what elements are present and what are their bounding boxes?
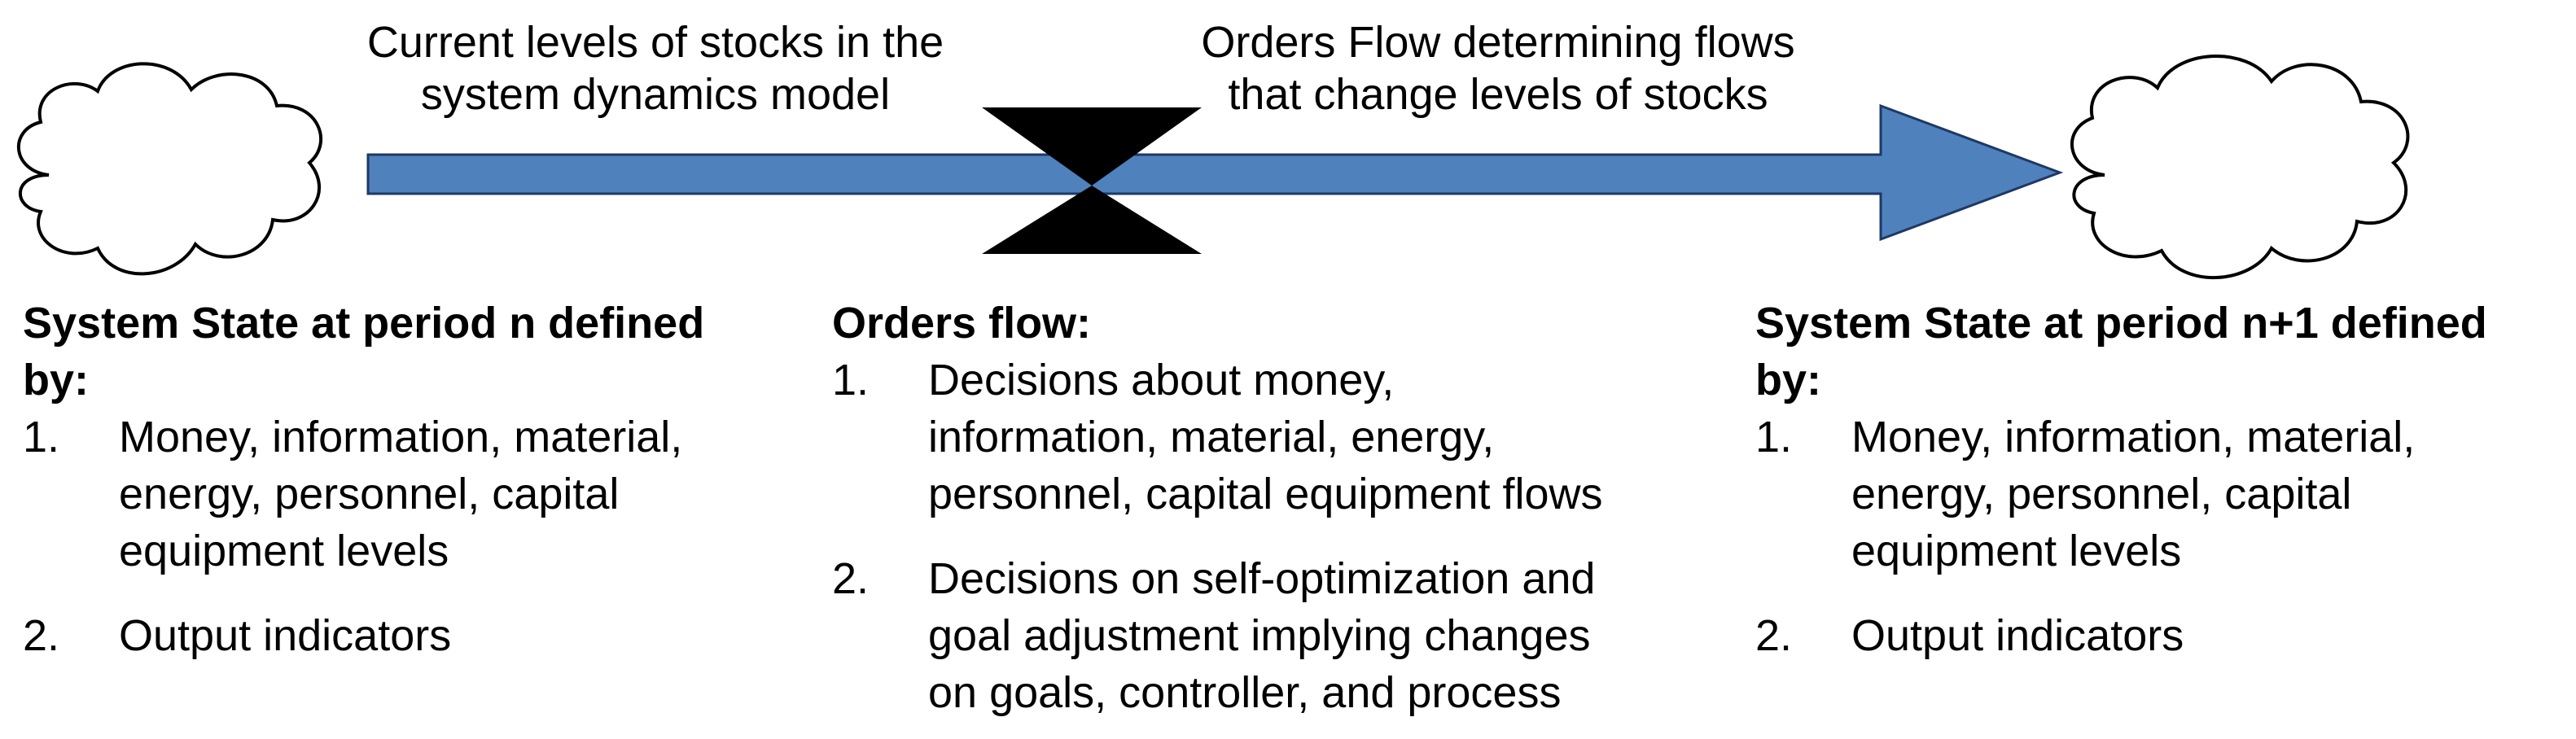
stocks-level-label: Current levels of stocks in the system d… [322, 16, 989, 120]
list-item: 1. Money, information, material, energy,… [1755, 409, 2569, 579]
list-item: 2. Output indicators [23, 607, 829, 664]
list-line: energy, personnel, capital [119, 470, 620, 518]
list-number: 2. [23, 611, 60, 660]
heading-line: System State at period n+1 defined [1755, 299, 2487, 348]
sink-cloud-icon [2070, 54, 2410, 279]
list-line: energy, personnel, capital [1851, 470, 2352, 518]
list-item-text: Decisions on self-optimization and goal … [928, 550, 1711, 721]
list-line: Decisions about money, [928, 356, 1395, 404]
list-number: 1. [1755, 413, 1793, 461]
orders-flow-label-line: that change levels of stocks [1228, 70, 1768, 119]
list-number: 1. [23, 413, 60, 461]
heading-line: System State at period n defined [23, 299, 705, 348]
list-line: personnel, capital equipment flows [928, 470, 1603, 518]
list-line: goal adjustment implying changes [928, 611, 1591, 660]
heading-line: by: [23, 356, 89, 404]
system-state-n-panel: System State at period n defined by: 1. … [23, 295, 829, 664]
source-cloud-icon [17, 62, 323, 276]
list-line: information, material, energy, [928, 413, 1495, 461]
list-item-text: Money, information, material, energy, pe… [119, 409, 829, 579]
list-line: Decisions on self-optimization and [928, 554, 1596, 603]
list-item-text: Decisions about money, information, mate… [928, 352, 1711, 523]
list-line: equipment levels [119, 527, 449, 575]
list-number: 2. [832, 554, 870, 603]
list-item-text: Output indicators [1851, 607, 2569, 664]
flow-valve-icon [982, 107, 1202, 254]
list-item: 2. Output indicators [1755, 607, 2569, 664]
heading-line: Orders flow: [832, 299, 1092, 348]
list-item: 2. Decisions on self-optimization and go… [832, 550, 1711, 721]
system-state-n-heading: System State at period n defined by: [23, 295, 829, 409]
list-item: 1. Decisions about money, information, m… [832, 352, 1711, 523]
list-line: Output indicators [119, 611, 452, 660]
list-number: 2. [1755, 611, 1793, 660]
orders-flow-label: Orders Flow determining flows that chang… [1181, 16, 1816, 120]
list-line: Money, information, material, [1851, 413, 2416, 461]
orders-flow-label-line: Orders Flow determining flows [1201, 18, 1795, 67]
list-number: 1. [832, 356, 870, 404]
list-line: on goals, controller, and process [928, 668, 1562, 717]
list-line: equipment levels [1851, 527, 2182, 575]
flow-arrow [366, 103, 2064, 242]
list-item: 1. Money, information, material, energy,… [23, 409, 829, 579]
orders-flow-heading: Orders flow: [832, 295, 1711, 352]
list-item-text: Output indicators [119, 607, 829, 664]
system-state-n1-heading: System State at period n+1 defined by: [1755, 295, 2569, 409]
list-line: Output indicators [1851, 611, 2184, 660]
heading-line: by: [1755, 356, 1821, 404]
system-state-n1-panel: System State at period n+1 defined by: 1… [1755, 295, 2569, 664]
stocks-level-label-line: Current levels of stocks in the [366, 18, 944, 67]
stocks-level-label-line: system dynamics model [420, 70, 891, 119]
orders-flow-panel: Orders flow: 1. Decisions about money, i… [832, 295, 1711, 721]
list-item-text: Money, information, material, energy, pe… [1851, 409, 2569, 579]
list-line: Money, information, material, [119, 413, 683, 461]
